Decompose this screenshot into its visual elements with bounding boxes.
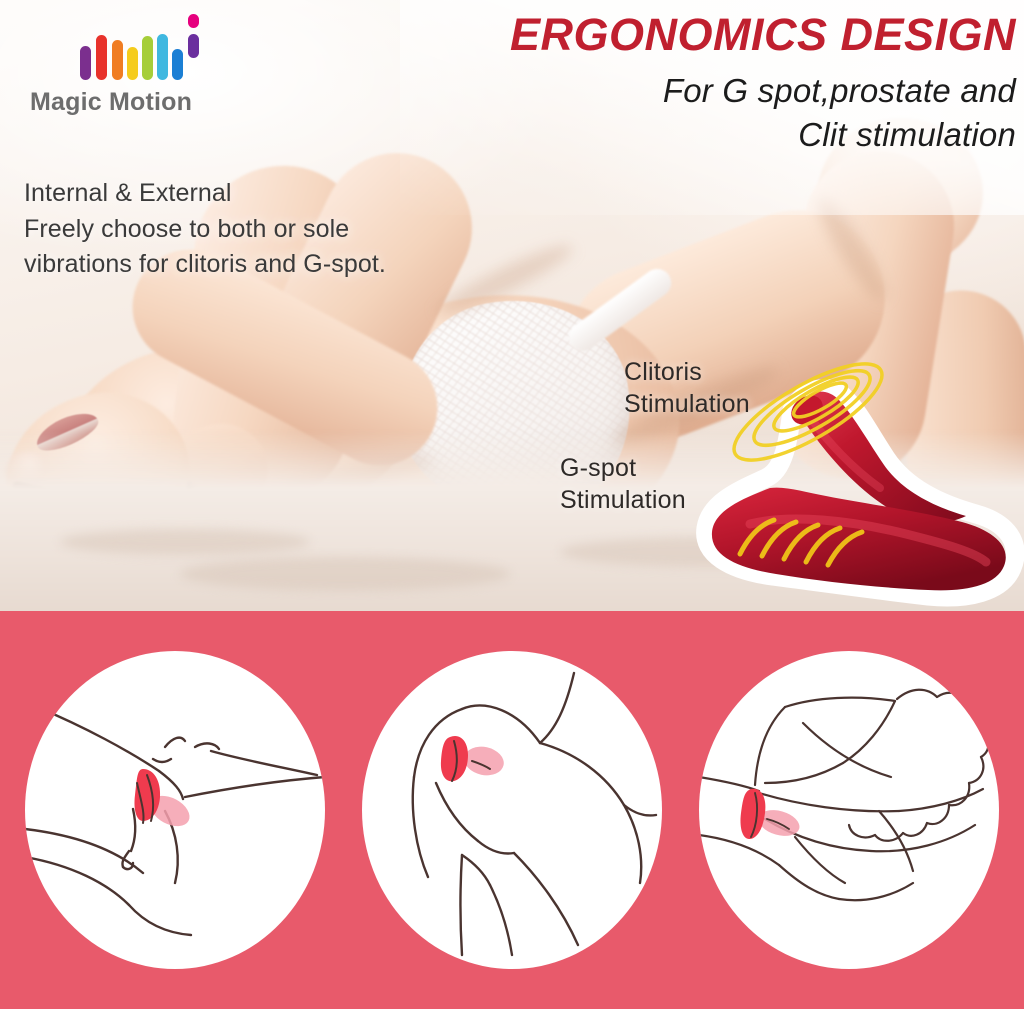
device-gspot-base — [711, 487, 1006, 591]
device-base-highlight — [745, 514, 991, 567]
device-white-outline — [696, 379, 1024, 607]
sheet-fold — [180, 557, 510, 591]
headline-block: ERGONOMICS DESIGN For G spot,prostate an… — [404, 12, 1016, 156]
logo-bar — [80, 46, 91, 80]
callout-clitoris-line-1: Clitoris — [624, 358, 702, 386]
device-marker — [440, 735, 468, 782]
subtitle-line-2: Clit stimulation — [798, 115, 1016, 153]
device-marker — [740, 788, 766, 839]
device-marker-lines — [135, 774, 154, 824]
logo-bar — [127, 47, 138, 80]
page-title: ERGONOMICS DESIGN — [509, 9, 1016, 60]
feature-line-3: vibrations for clitoris and G-spot. — [24, 250, 386, 278]
feature-description: Internal & External Freely choose to bot… — [24, 176, 386, 283]
feature-heading: Internal & External — [24, 179, 232, 207]
brand-logo: Magic Motion — [22, 14, 210, 117]
usage-illustration-side-view-icon — [411, 671, 658, 957]
callout-gspot-line-1: G-spot — [560, 454, 637, 482]
device-glow — [464, 746, 504, 776]
equalizer-bars-logo-icon — [80, 14, 210, 80]
usage-scenarios-row — [0, 611, 1024, 1009]
logo-bar — [112, 40, 123, 80]
product-device-illustration — [696, 338, 1024, 623]
logo-bar — [157, 34, 168, 80]
usage-scene-1 — [24, 651, 325, 969]
callout-gspot-line-2: Stimulation — [560, 486, 686, 514]
logo-bar — [96, 35, 107, 80]
logo-bar — [172, 49, 183, 80]
callout-clitoris-stimulation: Clitoris Stimulation — [624, 356, 750, 420]
usage-illustration-couple-spoon-icon — [699, 688, 990, 902]
callout-gspot-stimulation: G-spot Stimulation — [560, 452, 686, 516]
feature-line-2: Freely choose to both or sole — [24, 214, 350, 243]
logo-bar — [142, 36, 153, 80]
logo-accent-dot-icon — [188, 14, 199, 28]
device-marker-lines — [750, 792, 791, 838]
device-marker-lines — [450, 740, 491, 782]
usage-scene-2 — [361, 651, 662, 969]
logo-bar — [188, 34, 199, 58]
vibration-swirl-icon — [732, 362, 884, 462]
subtitle-line-1: For G spot,prostate and — [662, 72, 1016, 109]
callout-clitoris-line-2: Stimulation — [624, 390, 750, 418]
sheet-fold — [60, 529, 310, 555]
usage-scenarios-panel — [0, 611, 1024, 1009]
brand-name: Magic Motion — [30, 88, 193, 116]
device-glow — [150, 795, 190, 827]
vibration-waves-icon — [737, 517, 865, 568]
usage-scene-3 — [699, 651, 1000, 969]
